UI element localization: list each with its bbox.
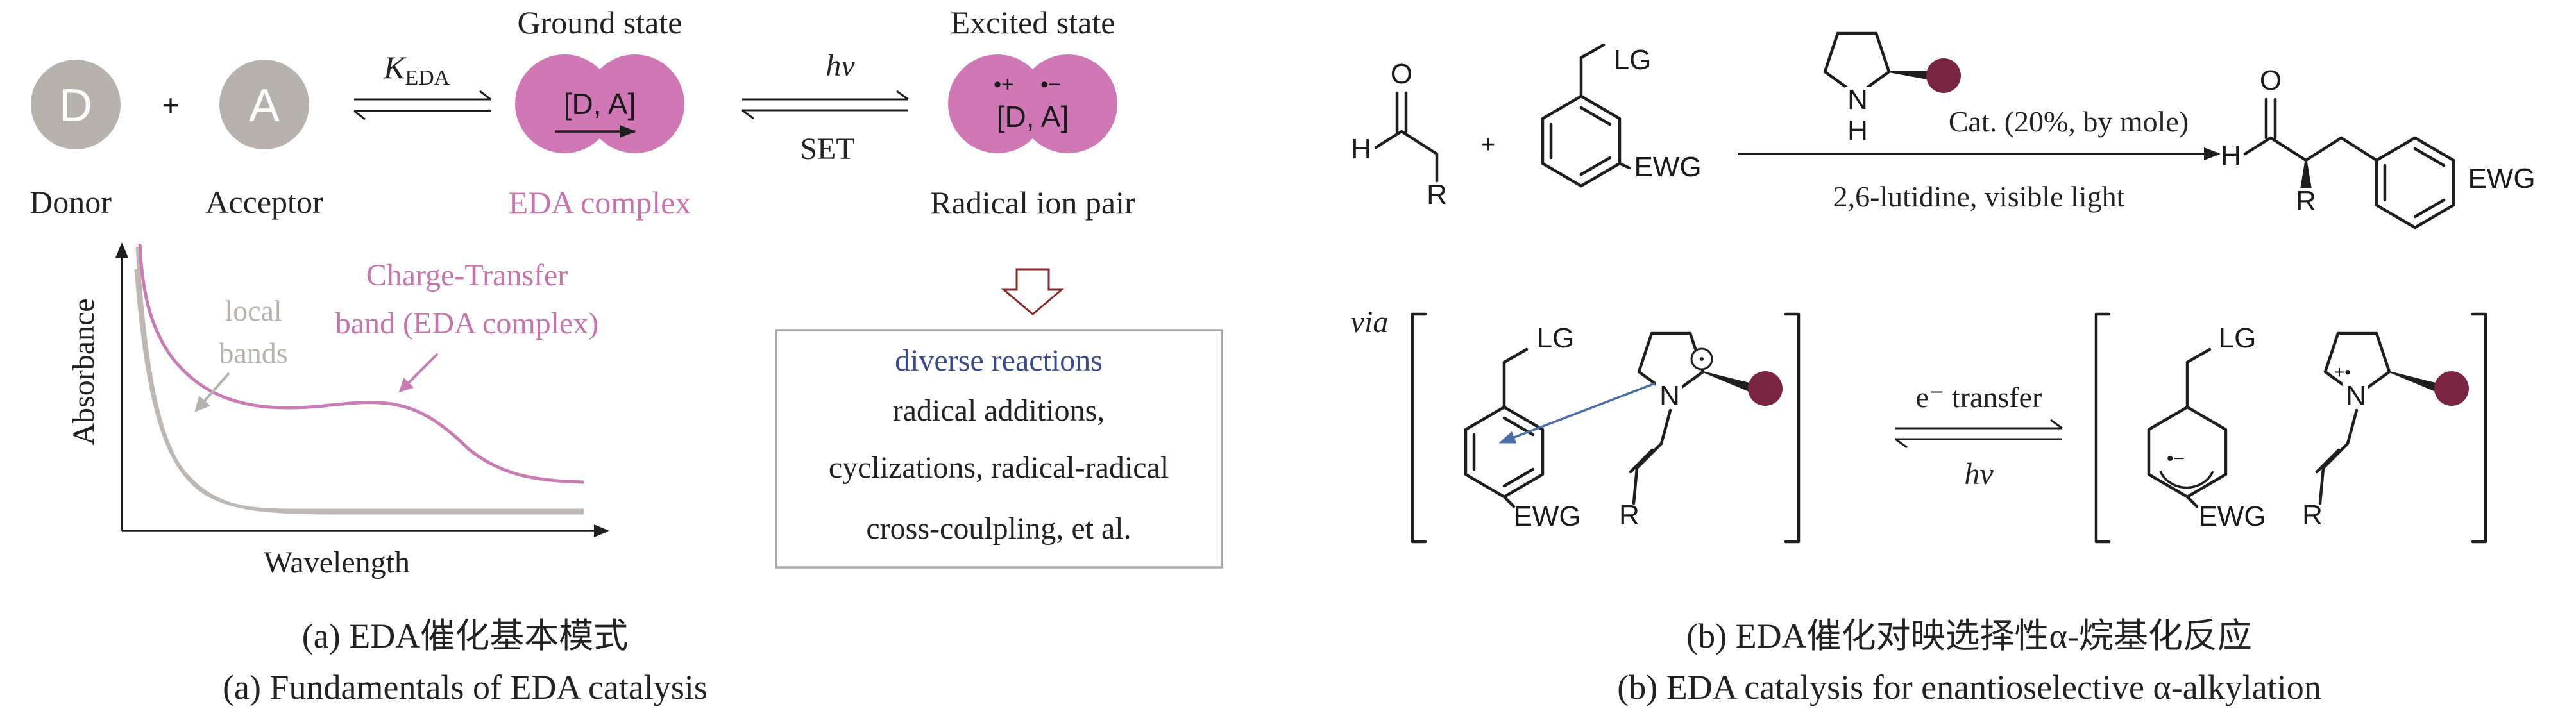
acceptor-label: Acceptor	[205, 184, 323, 220]
bracket-2-right	[2471, 312, 2487, 544]
complex1-ewg: EWG	[1513, 501, 1580, 532]
e-transfer-label: e⁻ transfer	[1916, 381, 2042, 414]
bracket-1-right	[1784, 312, 1801, 544]
caption-a-cn: (a) EDA催化基本模式	[302, 617, 628, 655]
charge-transfer-band-curve	[138, 243, 584, 484]
complex2-n: N	[2346, 380, 2366, 412]
ct-band-label-2: band (EDA complex)	[335, 306, 599, 340]
product-r: R	[2296, 185, 2316, 217]
catalyst-structure: N H	[1823, 31, 1961, 146]
reactions-box-title: diverse reactions	[895, 344, 1103, 378]
complex1-r: R	[1619, 499, 1640, 531]
benzyl-lg-structure: LG EWG	[1541, 43, 1702, 188]
absorbance-spectrum: Absorbance Wavelength local bands Charge…	[67, 242, 609, 580]
ct-band-pointer	[398, 353, 439, 393]
acceptor-circle	[219, 60, 309, 149]
set-label: SET	[800, 132, 854, 166]
radical-right-lobe	[1019, 54, 1117, 153]
down-arrow-icon	[1001, 268, 1065, 315]
product-o: O	[2260, 65, 2282, 96]
complex2-lg: LG	[2219, 322, 2257, 354]
eda-complex-label: EDA complex	[509, 185, 691, 221]
aldehyde-h: H	[1351, 133, 1371, 165]
donor-letter: D	[59, 80, 92, 131]
via-label: via	[1351, 305, 1389, 339]
local-bands-label-2: bands	[219, 337, 287, 369]
ct-band-label-1: Charge-Transfer	[366, 258, 568, 292]
panel-b: O H R + LG EWG N	[1351, 31, 2536, 706]
aldehyde-r: R	[1427, 179, 1447, 210]
eda-left-lobe	[515, 54, 614, 153]
eda-right-lobe	[586, 54, 684, 153]
radical-minus: •−	[1040, 72, 1061, 97]
hv-label-a: hv	[826, 49, 855, 83]
complex2-charge: +•	[2334, 362, 2351, 382]
complex-1-structure: LG EWG N R	[1464, 322, 1783, 532]
keda-equilibrium-arrow: KEDA	[353, 49, 491, 121]
hv-label-b: hv	[1964, 457, 1994, 491]
local-band-curve-2	[134, 269, 584, 515]
k-symbol: KEDA	[383, 49, 450, 90]
caption-b-cn: (b) EDA催化对映选择性α-烷基化反应	[1686, 617, 2252, 655]
radical-pair-text: [D, A]	[997, 100, 1069, 133]
complex2-radical-anion: •−	[2167, 448, 2185, 469]
product-ewg: EWG	[2468, 163, 2535, 194]
y-axis-label: Absorbance	[67, 298, 101, 445]
complex1-ball	[1748, 371, 1783, 406]
reactions-line-2: cyclizations, radical-radical	[829, 451, 1169, 485]
plus-sign-b: +	[1481, 131, 1495, 158]
complex2-ewg: EWG	[2198, 501, 2266, 532]
x-axis-label: Wavelength	[264, 546, 410, 580]
donor-label: Donor	[30, 184, 112, 220]
caption-b-en: (b) EDA catalysis for enantioselective α…	[1617, 668, 2321, 706]
plus-sign-a: +	[162, 88, 180, 122]
reactions-line-3: cross-coulpling, et al.	[866, 512, 1131, 546]
conditions-top: Cat. (20%, by mole)	[1949, 105, 2189, 138]
electron-transfer-arrow	[1498, 382, 1656, 444]
radical-left-lobe	[948, 54, 1047, 153]
aldehyde-o: O	[1391, 58, 1412, 90]
complex2-ball	[2434, 371, 2469, 406]
complex1-lg: LG	[1537, 322, 1575, 354]
catalyst-n: N	[1847, 84, 1868, 115]
caption-a-en: (a) Fundamentals of EDA catalysis	[223, 668, 708, 706]
complex-2-structure: LG •− EWG N +• R	[2147, 322, 2469, 532]
complex2-r: R	[2302, 499, 2323, 531]
aldehyde-structure: O H R	[1351, 58, 1447, 210]
benzyl-ewg: EWG	[1634, 151, 1701, 183]
hv-set-equilibrium-arrow: hv SET	[741, 49, 909, 166]
bracket-1-left	[1411, 312, 1427, 544]
excited-state-title: Excited state	[951, 4, 1115, 40]
complex1-n: N	[1659, 380, 1680, 412]
local-bands-label-1: local	[225, 294, 282, 327]
reactions-box	[775, 329, 1223, 569]
bracket-2-left	[2094, 312, 2111, 544]
local-bands-pointer	[194, 372, 230, 413]
product-structure: O H R EWG	[2221, 65, 2536, 230]
acceptor-letter: A	[249, 80, 280, 131]
reactions-line-1: radical additions,	[893, 394, 1105, 428]
donor-circle	[31, 60, 121, 149]
panel-a: D Donor + A Acceptor KEDA Ground state […	[30, 4, 1223, 706]
radical-ion-pair-label: Radical ion pair	[930, 185, 1135, 221]
radical-plus: •+	[994, 72, 1014, 97]
catalyst-h: H	[1847, 115, 1868, 146]
ground-state-title: Ground state	[518, 4, 682, 40]
catalyst-ball	[1926, 58, 1961, 93]
electron-transfer-equilibrium: e⁻ transfer hv	[1895, 381, 2063, 491]
eda-complex-text: [D, A]	[564, 87, 636, 121]
product-h: H	[2221, 140, 2241, 171]
conditions-bottom: 2,6-lutidine, visible light	[1833, 180, 2125, 213]
benzyl-lg: LG	[1614, 44, 1652, 76]
